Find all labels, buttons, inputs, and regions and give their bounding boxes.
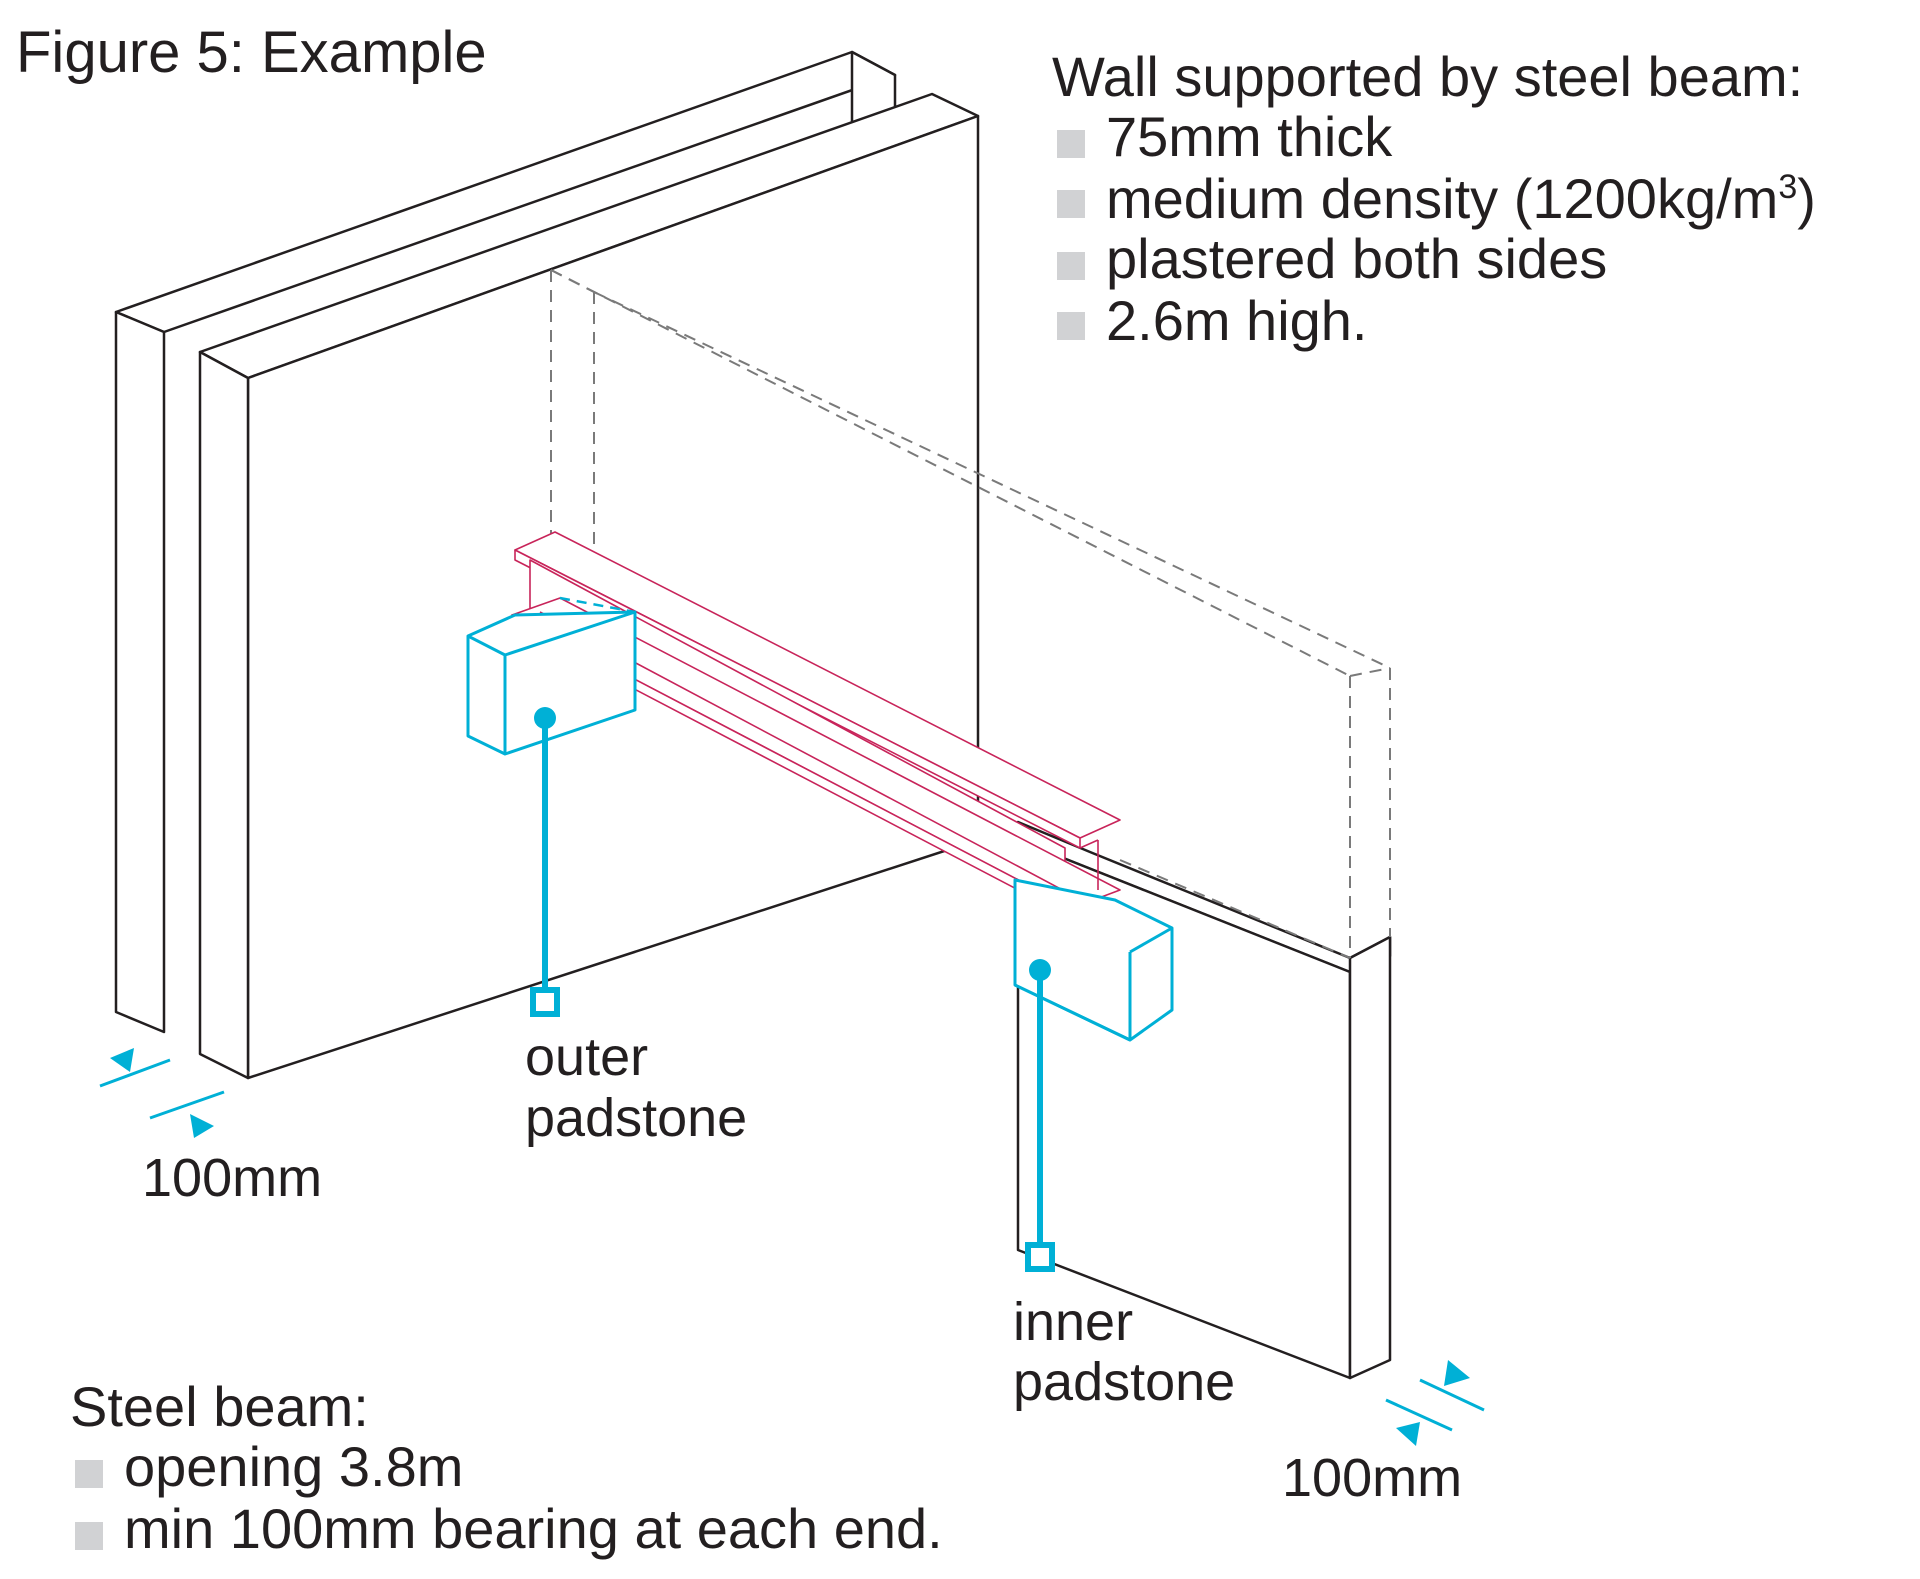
wall-spec-item: plastered both sides: [1106, 227, 1607, 290]
wall-spec-bullet: [1057, 252, 1085, 280]
wall-spec-item: 75mm thick: [1106, 105, 1393, 168]
figure-title: Figure 5: Example: [16, 20, 487, 85]
beam-spec-item: opening 3.8m: [124, 1435, 463, 1498]
superscript: 3: [1778, 168, 1797, 206]
wall-above-dashed: [550, 269, 1391, 959]
wall-spec-list: Wall supported by steel beam: 75mm thick…: [1052, 45, 1816, 352]
beam-spec-list: Steel beam: opening 3.8m min 100mm beari…: [70, 1375, 943, 1560]
right-dimension-label: 100mm: [1282, 1448, 1462, 1508]
wall-spec-item: medium density (1200kg/m3): [1106, 167, 1816, 230]
wall-spec-item: 2.6m high.: [1106, 289, 1368, 352]
inner-padstone-leader: [1025, 959, 1055, 1272]
outer-padstone: [466, 596, 637, 756]
inner-padstone: [1013, 878, 1174, 1042]
wall-spec-bullet: [1057, 190, 1085, 218]
beam-spec-heading: Steel beam:: [70, 1375, 369, 1438]
beam-spec-bullet: [75, 1460, 103, 1488]
wall-spec-heading: Wall supported by steel beam:: [1052, 45, 1803, 108]
left-dimension-label: 100mm: [142, 1148, 322, 1208]
steel-beam: [511, 531, 1121, 919]
wall-spec-bullet: [1057, 312, 1085, 340]
wall-spec-bullet: [1057, 130, 1085, 158]
outer-padstone-label: outer padstone: [525, 1027, 747, 1148]
right-dimension-marker: [1385, 1360, 1485, 1446]
inner-padstone-label: inner padstone: [1013, 1292, 1235, 1412]
beam-spec-bullet: [75, 1522, 103, 1550]
outer-padstone-leader: [530, 707, 560, 1017]
beam-spec-item: min 100mm bearing at each end.: [124, 1497, 943, 1560]
left-dimension-marker: [99, 1048, 225, 1138]
